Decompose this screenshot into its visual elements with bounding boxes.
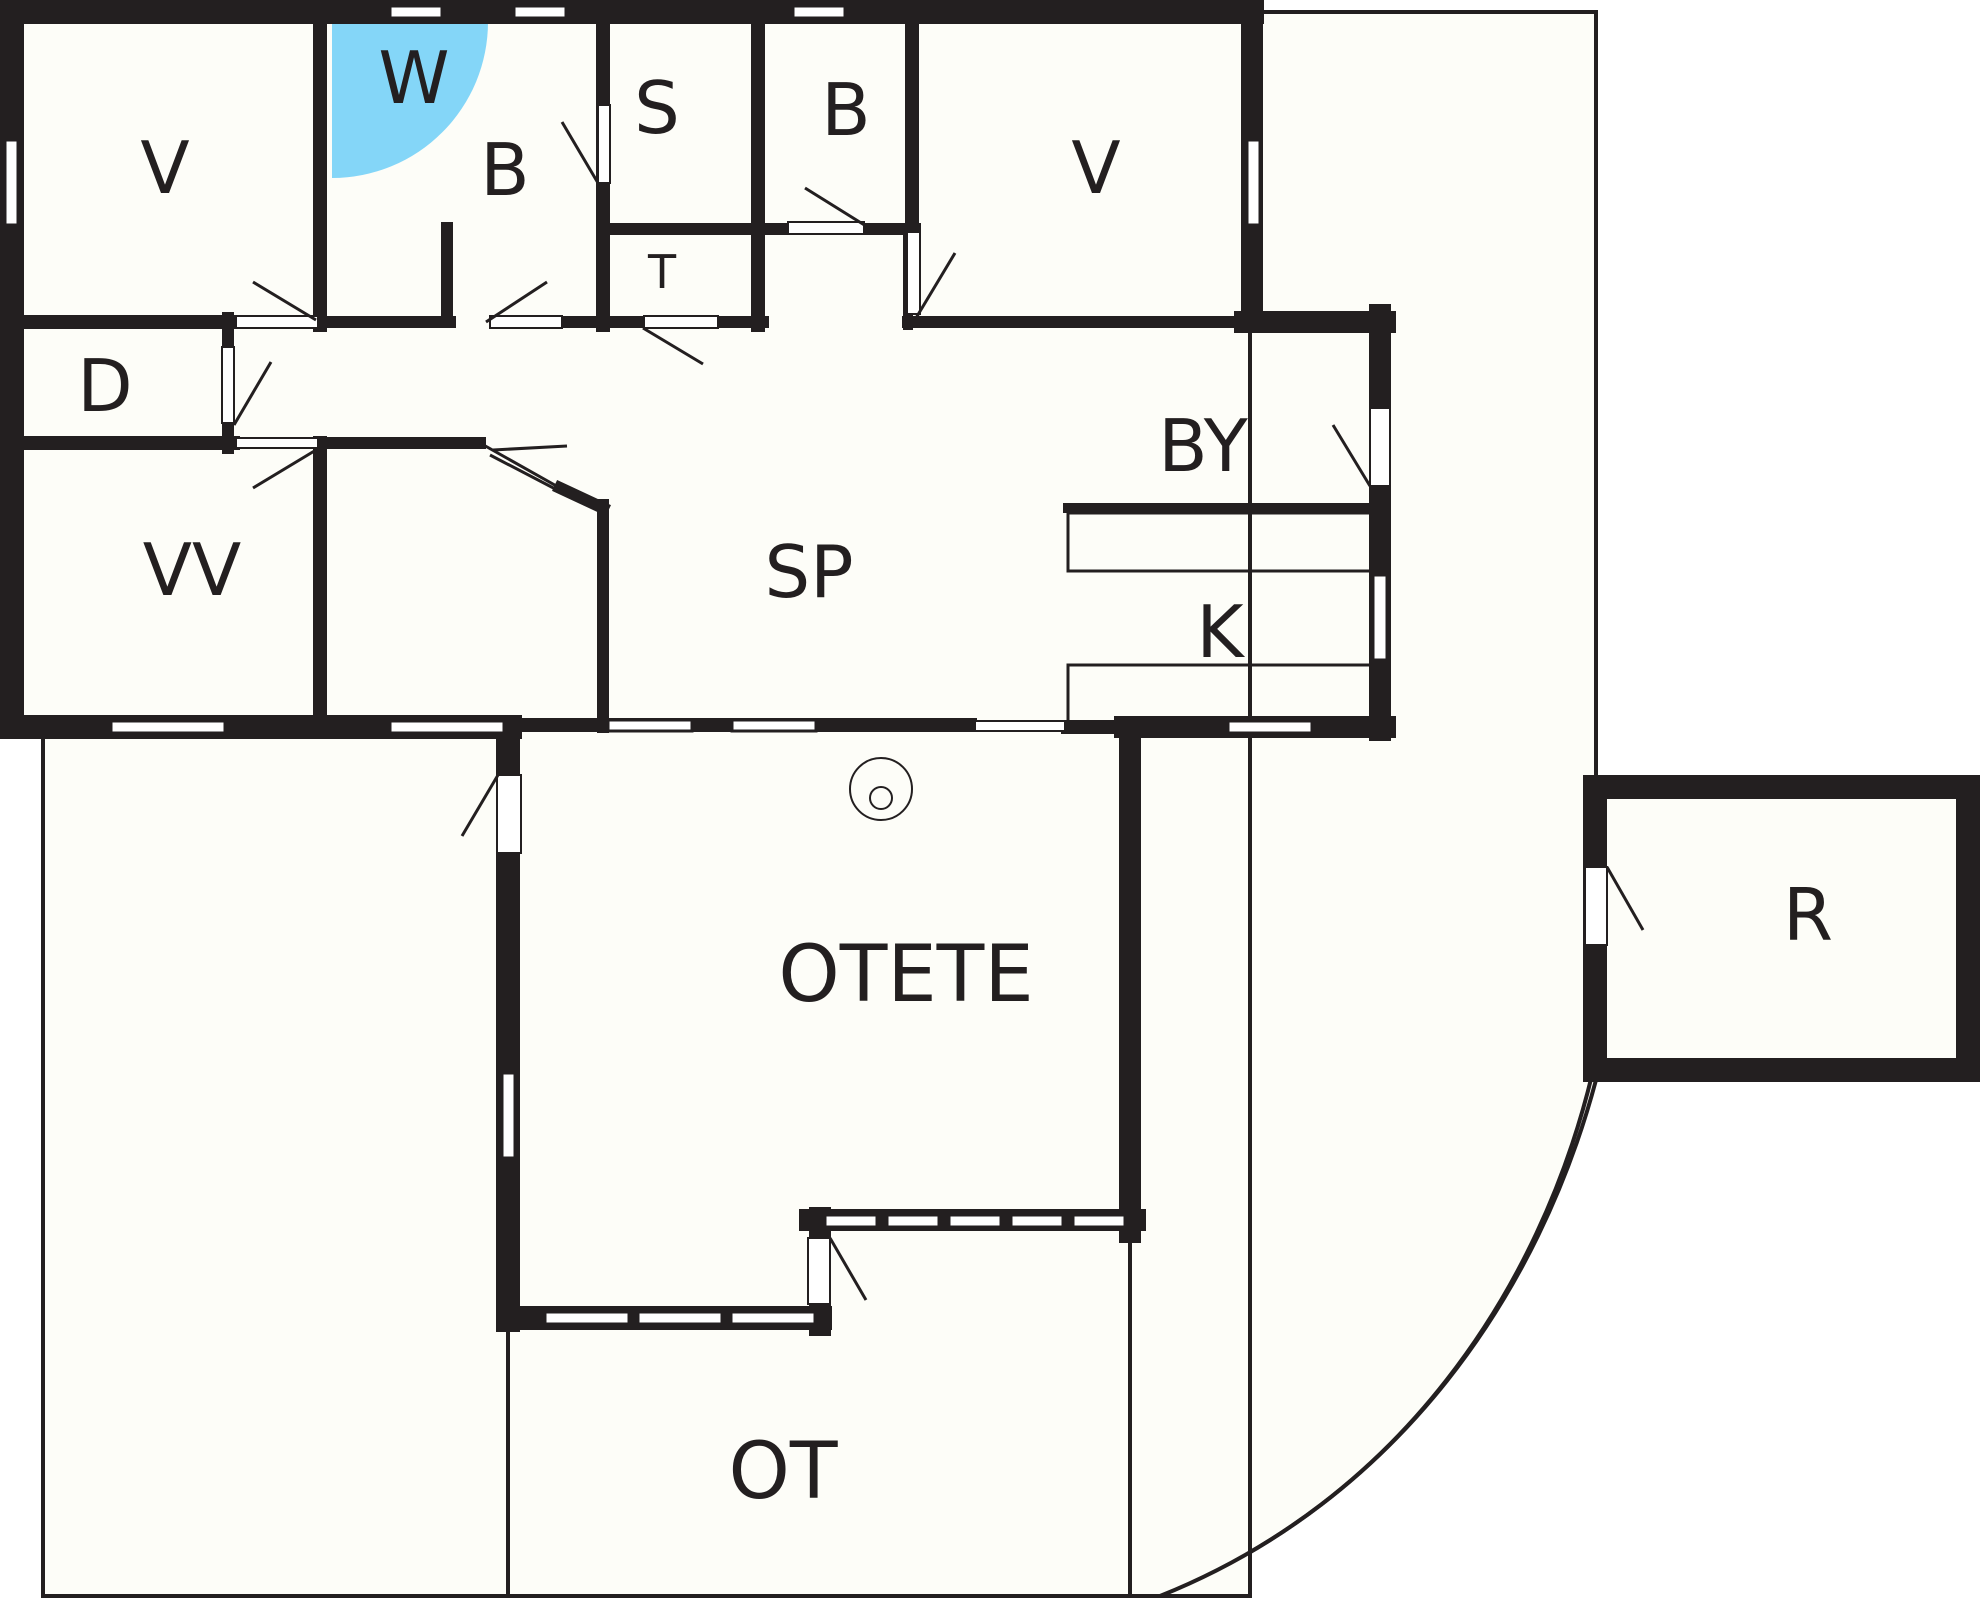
room-label-bath-small: B [821, 68, 870, 152]
room-label-vv: VV [143, 528, 242, 612]
room-label-bath-main: B [480, 128, 529, 212]
windows [3, 4, 1389, 1326]
room-label-toilet: T [647, 245, 677, 299]
room-label-otete: OTETE [778, 930, 1033, 1020]
room-label-v-right: V [1071, 126, 1120, 210]
door-swings [232, 121, 1645, 1301]
room-label-sp: SP [764, 530, 853, 614]
room-label-wc: W [378, 36, 449, 120]
room-label-by: BY [1158, 404, 1248, 488]
closet-door-diagonal [489, 453, 564, 495]
wc-highlight [332, 22, 488, 178]
closet-door-diagonal [479, 441, 561, 490]
room-label-v-left: V [140, 126, 189, 210]
room-labels: V W B S B V T D VV SP BY K OTETE OT R [77, 36, 1833, 1517]
kitchen-counters [1066, 511, 1373, 727]
floor-areas [15, 10, 1970, 1598]
door-openings [221, 104, 1608, 1305]
terrace-outline [1130, 10, 1598, 1598]
room-label-k: K [1196, 590, 1245, 674]
room-label-sauna: S [634, 66, 680, 150]
room-label-ot: OT [728, 1427, 837, 1517]
stove-symbol [849, 757, 913, 821]
room-label-r: R [1783, 873, 1833, 957]
room-label-dressing: D [77, 344, 132, 428]
